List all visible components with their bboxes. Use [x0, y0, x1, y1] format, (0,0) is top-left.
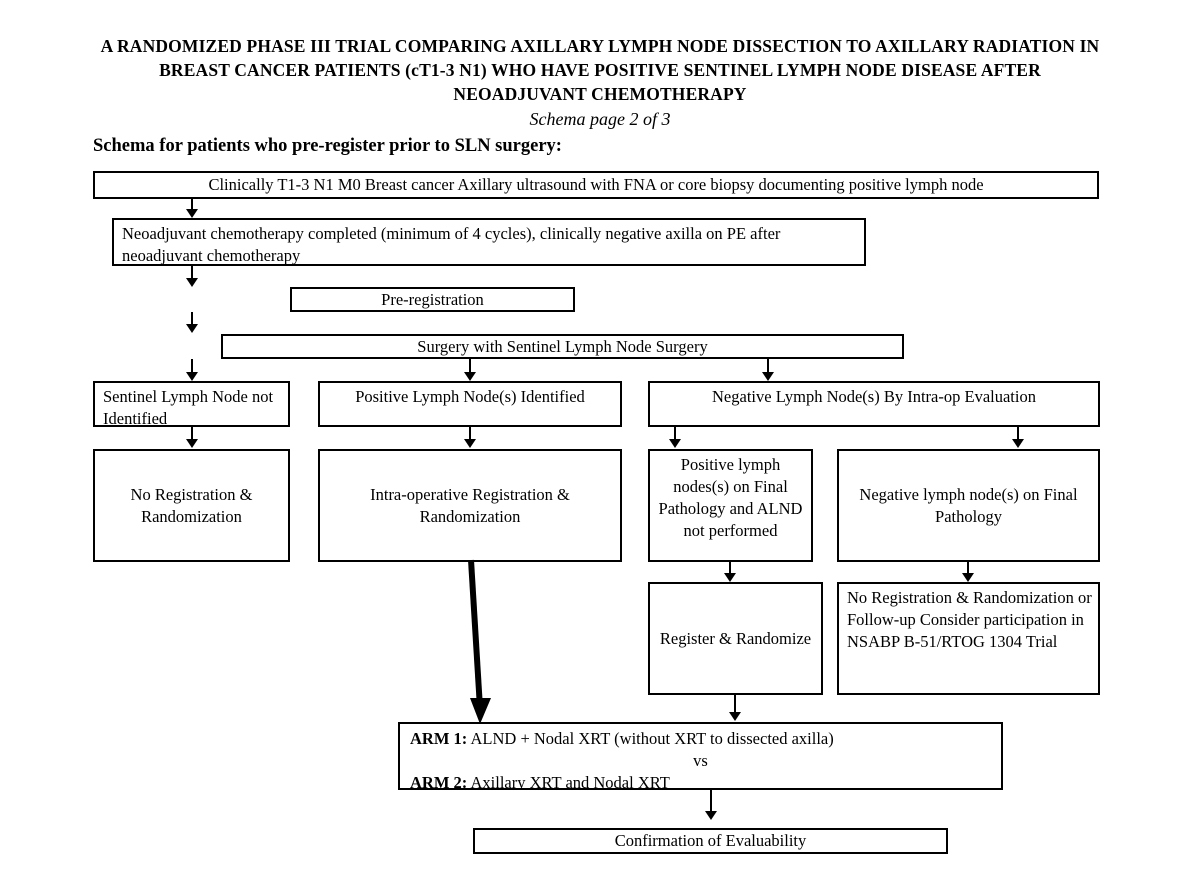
node-eligibility-text: Clinically T1-3 N1 M0 Breast cancer Axil… — [208, 175, 984, 194]
node-no-registration-text: No Registration & Randomization — [130, 484, 253, 526]
arms-vs: vs — [693, 751, 708, 770]
arm2-label: ARM 2: — [410, 773, 468, 790]
edge-register-to-arms — [728, 695, 742, 721]
node-neoadjuvant: Neoadjuvant chemotherapy completed (mini… — [112, 218, 866, 266]
node-confirmation-text: Confirmation of Evaluability — [614, 831, 807, 850]
node-negative-final-path: Negative lymph node(s) on Final Patholog… — [837, 449, 1100, 562]
node-arms: ARM 1: ALND + Nodal XRT (without XRT to … — [398, 722, 1003, 790]
node-negative-nodes-intraop: Negative Lymph Node(s) By Intra-op Evalu… — [648, 381, 1100, 427]
node-register-randomize-text: Register & Randomize — [659, 628, 812, 648]
node-surgery: Surgery with Sentinel Lymph Node Surgery — [221, 334, 904, 359]
page-subtitle: Schema page 2 of 3 — [529, 109, 671, 129]
node-sln-not-identified-text: Sentinel Lymph Node not Identified — [103, 387, 274, 427]
node-register-randomize: Register & Randomize — [648, 582, 823, 695]
section-heading: Schema for patients who pre-register pri… — [93, 136, 562, 156]
arm2-line: ARM 2: Axillary XRT and Nodal XRT — [410, 772, 991, 790]
page-title: A RANDOMIZED PHASE III TRIAL COMPARING A… — [100, 36, 1100, 104]
arm1-label: ARM 1: — [410, 729, 468, 748]
edge-eligibility-to-neoadjuvant — [185, 199, 199, 218]
edge-intraop-to-arms-thick — [468, 559, 491, 724]
node-surgery-text: Surgery with Sentinel Lymph Node Surgery — [417, 336, 708, 356]
node-eligibility: Clinically T1-3 N1 M0 Breast cancer Axil… — [93, 171, 1099, 199]
node-negative-final-path-text: Negative lymph node(s) on Final Patholog… — [859, 484, 1078, 526]
edge-negative-to-positive-final-path — [668, 427, 682, 448]
edge-preregistration-to-surgery — [185, 312, 199, 333]
node-confirmation: Confirmation of Evaluability — [473, 828, 948, 854]
node-preregistration: Pre-registration — [290, 287, 575, 312]
node-intraop-registration: Intra-operative Registration & Randomiza… — [318, 449, 622, 562]
node-positive-nodes-identified-text: Positive Lymph Node(s) Identified — [355, 387, 585, 406]
edge-negative-to-negative-final-path — [1011, 427, 1025, 448]
arm2-text: Axillary XRT and Nodal XRT — [467, 773, 670, 790]
edge-negative-final-to-no-registration-followup — [961, 562, 975, 582]
node-positive-nodes-identified: Positive Lymph Node(s) Identified — [318, 381, 622, 427]
edge-surgery-to-sln-not-identified — [185, 359, 199, 381]
arm1-text: ALND + Nodal XRT (without XRT to dissect… — [467, 729, 834, 748]
node-sln-not-identified: Sentinel Lymph Node not Identified — [93, 381, 290, 427]
edge-positive-to-intraop-registration — [463, 427, 477, 448]
node-negative-nodes-intraop-text: Negative Lymph Node(s) By Intra-op Evalu… — [712, 387, 1036, 406]
node-no-registration: No Registration & Randomization — [93, 449, 290, 562]
node-no-registration-followup: No Registration & Randomization or Follo… — [837, 582, 1100, 695]
edge-arms-to-confirmation — [704, 790, 718, 820]
edge-positive-final-to-register — [723, 562, 737, 582]
node-no-registration-followup-text: No Registration & Randomization or Follo… — [847, 588, 1092, 651]
node-neoadjuvant-text: Neoadjuvant chemotherapy completed (mini… — [122, 224, 781, 265]
edge-surgery-to-negative-nodes — [761, 359, 775, 381]
arm1-line: ARM 1: ALND + Nodal XRT (without XRT to … — [410, 728, 991, 750]
edge-surgery-to-positive-nodes — [463, 359, 477, 381]
node-positive-final-path: Positive lymph nodes(s) on Final Patholo… — [648, 449, 813, 562]
node-preregistration-text: Pre-registration — [381, 289, 484, 309]
edge-sln-to-no-registration — [185, 427, 199, 448]
edge-neoadjuvant-to-preregistration — [185, 266, 199, 287]
node-positive-final-path-text: Positive lymph nodes(s) on Final Patholo… — [658, 455, 803, 540]
node-intraop-registration-text: Intra-operative Registration & Randomiza… — [370, 484, 570, 526]
